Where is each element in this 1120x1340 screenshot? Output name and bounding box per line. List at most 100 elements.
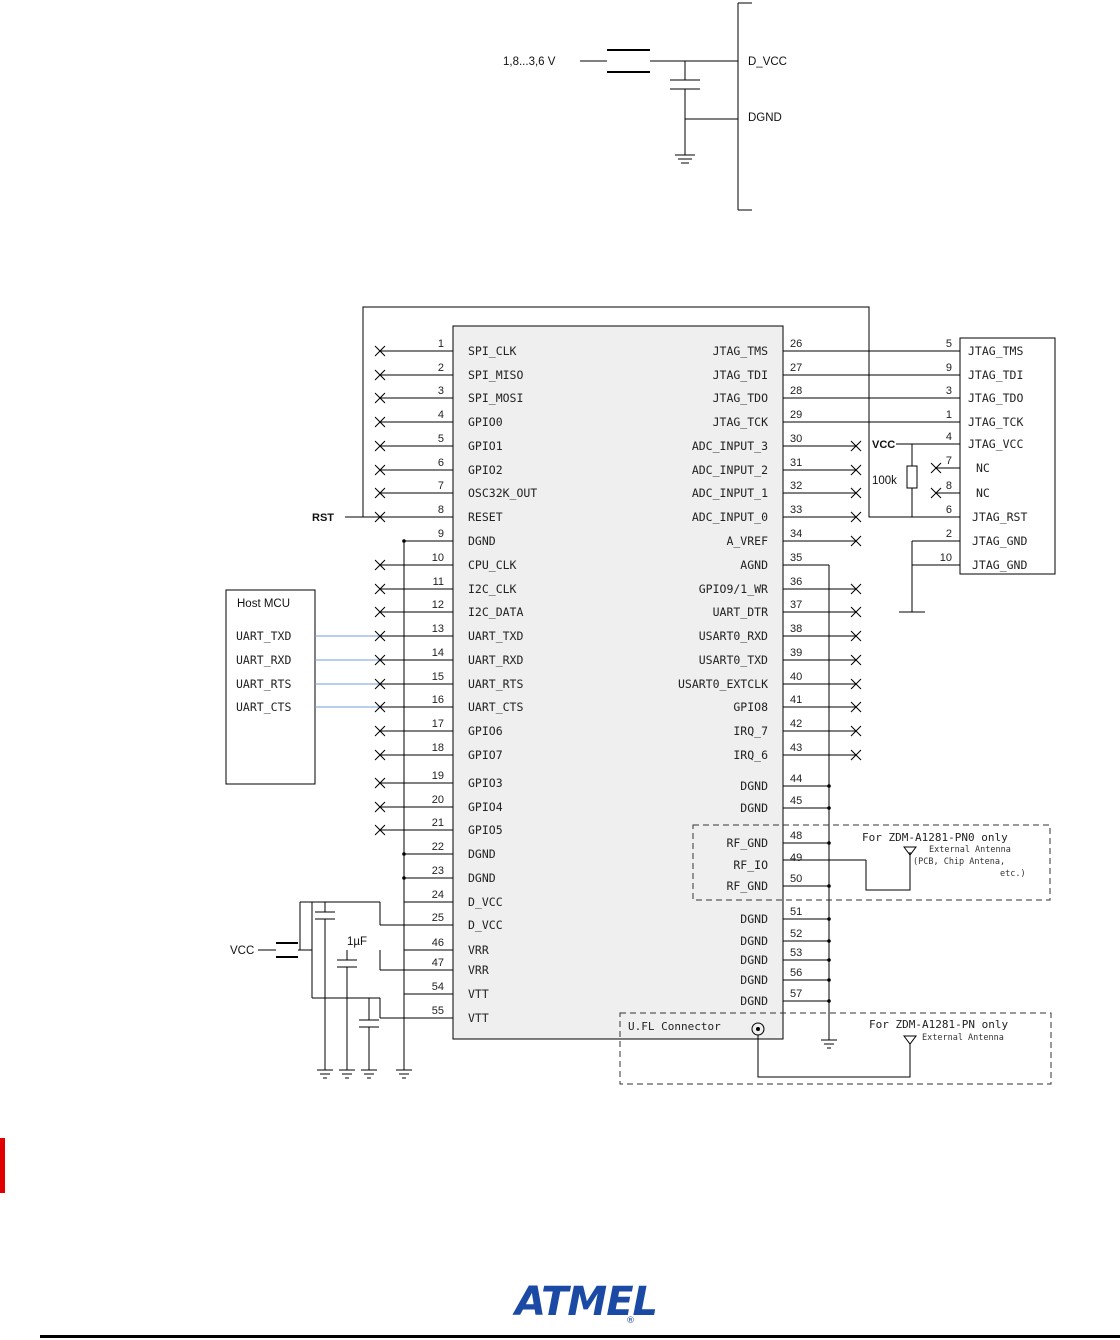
pin-name: UART_RTS (468, 677, 523, 691)
resistor-100k-label: 100k (872, 475, 897, 487)
pin-name: VTT (468, 1011, 489, 1025)
pin-name: GPIO0 (468, 415, 503, 429)
pin-number: 24 (432, 889, 444, 901)
pin-name: JTAG_TDI (713, 368, 768, 382)
pin-name: DGND (468, 871, 496, 885)
junction-dot (827, 784, 831, 788)
pin-number: 46 (432, 937, 444, 949)
pin-name: VTT (468, 987, 489, 1001)
pin-number: 10 (432, 552, 444, 564)
pin-number: 18 (432, 742, 444, 754)
pn-note-sub: External Antenna (922, 1033, 1004, 1043)
pin-number: 43 (790, 742, 802, 754)
pin-number: 36 (790, 576, 802, 588)
no-connect-mark (374, 654, 386, 666)
pin-number: 6 (438, 457, 444, 469)
no-connect-mark (374, 777, 386, 789)
host-pin-label: UART_TXD (236, 629, 291, 643)
top-supply-circuit (580, 2, 752, 211)
pin-number: 25 (432, 912, 444, 924)
pin-name: ADC_INPUT_1 (692, 486, 768, 500)
pin-name: GPIO3 (468, 776, 503, 790)
pin-name: UART_RXD (468, 653, 523, 667)
pin-number: 31 (790, 457, 802, 469)
no-connect-mark (850, 511, 862, 523)
pin-number: 56 (790, 967, 802, 979)
pin-number: 22 (432, 841, 444, 853)
pin-name: ADC_INPUT_3 (692, 439, 768, 453)
pin-number: 44 (790, 773, 802, 785)
pin-name: CPU_CLK (468, 558, 517, 572)
pin-name: SPI_MISO (468, 368, 523, 382)
no-connect-mark (850, 630, 862, 642)
no-connect-mark (374, 345, 386, 357)
pin-number: 5 (946, 338, 952, 350)
pin-name: GPIO8 (733, 700, 768, 714)
pin-name: JTAG_TDI (968, 368, 1023, 382)
pin-name: VRR (468, 943, 489, 957)
pin-number: 7 (946, 455, 952, 467)
no-connect-mark (850, 583, 862, 595)
no-connect-mark (850, 725, 862, 737)
rf-pn-box (619, 1012, 1052, 1085)
pin-number: 45 (790, 795, 802, 807)
rst-label: RST (312, 512, 334, 524)
pin-name: I2C_DATA (468, 605, 523, 619)
junction-dot (402, 852, 406, 856)
pin-number: 29 (790, 409, 802, 421)
pin-number: 47 (432, 957, 444, 969)
pin-number: 10 (940, 552, 952, 564)
static-wiring (225, 306, 1056, 1079)
pin-name: RF_IO (733, 858, 768, 872)
pin-name: VRR (468, 963, 489, 977)
pin-number: 57 (790, 988, 802, 1000)
junction-dot (827, 978, 831, 982)
pin-number: 34 (790, 528, 802, 540)
pin-name: ADC_INPUT_2 (692, 463, 768, 477)
right-pin-34: 34A_VREF (726, 528, 862, 548)
pin-number: 2 (438, 362, 444, 374)
margin-change-bar (0, 1138, 5, 1193)
supply-voltage-label: 1,8...3,6 V (503, 56, 556, 68)
jtag-vcc-label: VCC (872, 439, 895, 451)
pin-number: 7 (438, 480, 444, 492)
pin-number: 21 (432, 817, 444, 829)
pin-name: GPIO6 (468, 724, 503, 738)
pin-name: JTAG_GND (972, 534, 1027, 548)
pin-number: 51 (790, 906, 802, 918)
pin-name: DGND (468, 847, 496, 861)
pin-number: 11 (433, 576, 444, 588)
pin-name: I2C_CLK (468, 582, 517, 596)
registered-mark: ® (626, 1316, 635, 1326)
cap-1uf-label: 1µF (347, 936, 367, 948)
pin-name: JTAG_TMS (713, 344, 768, 358)
no-connect-mark (374, 824, 386, 836)
pn0-note-sub1: External Antenna (929, 845, 1011, 855)
pin-number: 13 (432, 623, 444, 635)
ufl-connector-label: U.FL Connector (628, 1020, 721, 1033)
junction-dot (827, 939, 831, 943)
pin-number: 12 (432, 599, 444, 611)
